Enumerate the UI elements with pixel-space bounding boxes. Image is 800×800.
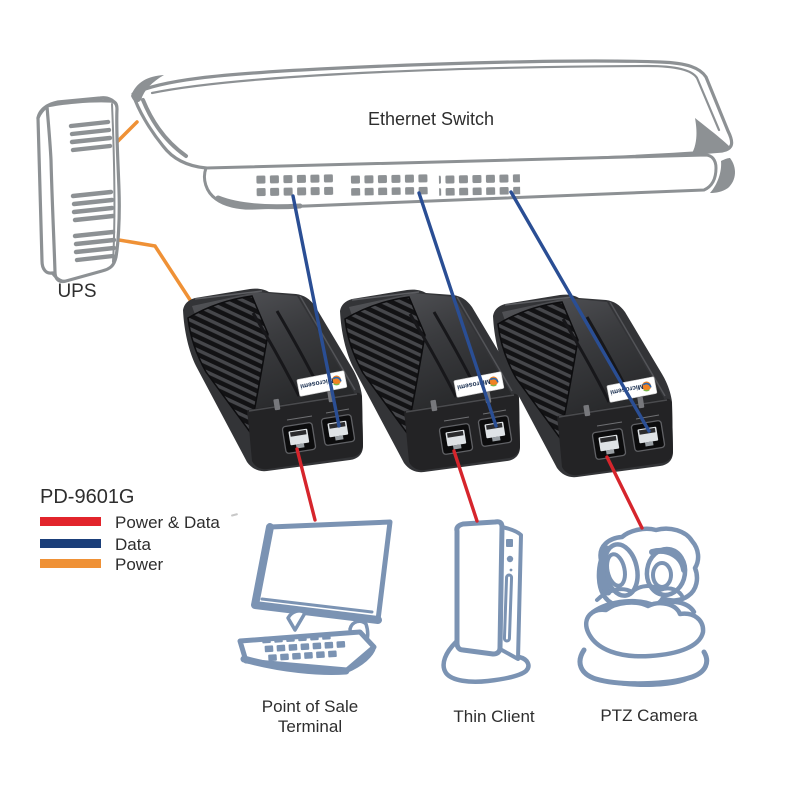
power-cable-ups-to-injector bbox=[111, 237, 198, 311]
data-cable-2 bbox=[417, 191, 498, 428]
legend-label-data: Data bbox=[115, 535, 151, 554]
power-data-cable-3 bbox=[605, 455, 644, 530]
switch-label: Ethernet Switch bbox=[368, 109, 494, 129]
ups-label: UPS bbox=[57, 281, 96, 302]
poe-injector-2 bbox=[340, 290, 520, 473]
legend-swatch-power bbox=[40, 559, 101, 568]
pos-terminal-label-line2: Terminal bbox=[278, 717, 342, 736]
poe-injector-3 bbox=[493, 295, 673, 478]
power-cable-ups-to-switch bbox=[115, 120, 139, 144]
poe-injector-1 bbox=[183, 289, 363, 472]
legend-label-power: Power bbox=[115, 555, 164, 574]
legend-label-power-data: Power & Data bbox=[115, 513, 220, 532]
ptz-camera-illustration bbox=[577, 526, 710, 687]
sketch-smudge bbox=[231, 513, 238, 517]
legend-heading: PD-9601G bbox=[40, 486, 135, 508]
data-cable-1 bbox=[291, 194, 341, 428]
pos-terminal-label-line1: Point of Sale bbox=[262, 697, 358, 716]
ups-vent-slats bbox=[68, 119, 117, 263]
ups-illustration bbox=[36, 96, 121, 284]
data-cables bbox=[291, 190, 651, 433]
thin-client-illustration bbox=[441, 519, 531, 684]
pos-terminal-illustration bbox=[237, 519, 393, 675]
thin-client-label: Thin Client bbox=[453, 707, 535, 726]
switch-port-dots bbox=[254, 170, 521, 197]
power-data-cable-2 bbox=[452, 449, 479, 523]
power-data-cable-1 bbox=[295, 447, 317, 522]
power-data-cables bbox=[295, 447, 644, 530]
ptz-camera-label: PTZ Camera bbox=[600, 706, 698, 725]
ethernet-switch-illustration: Ethernet Switch bbox=[131, 59, 736, 210]
legend: PD-9601G Power & Data Data Power bbox=[40, 486, 220, 574]
data-cable-3 bbox=[509, 190, 651, 433]
legend-swatch-data bbox=[40, 539, 101, 548]
power-cables bbox=[111, 120, 198, 311]
legend-swatch-power-data bbox=[40, 517, 101, 526]
